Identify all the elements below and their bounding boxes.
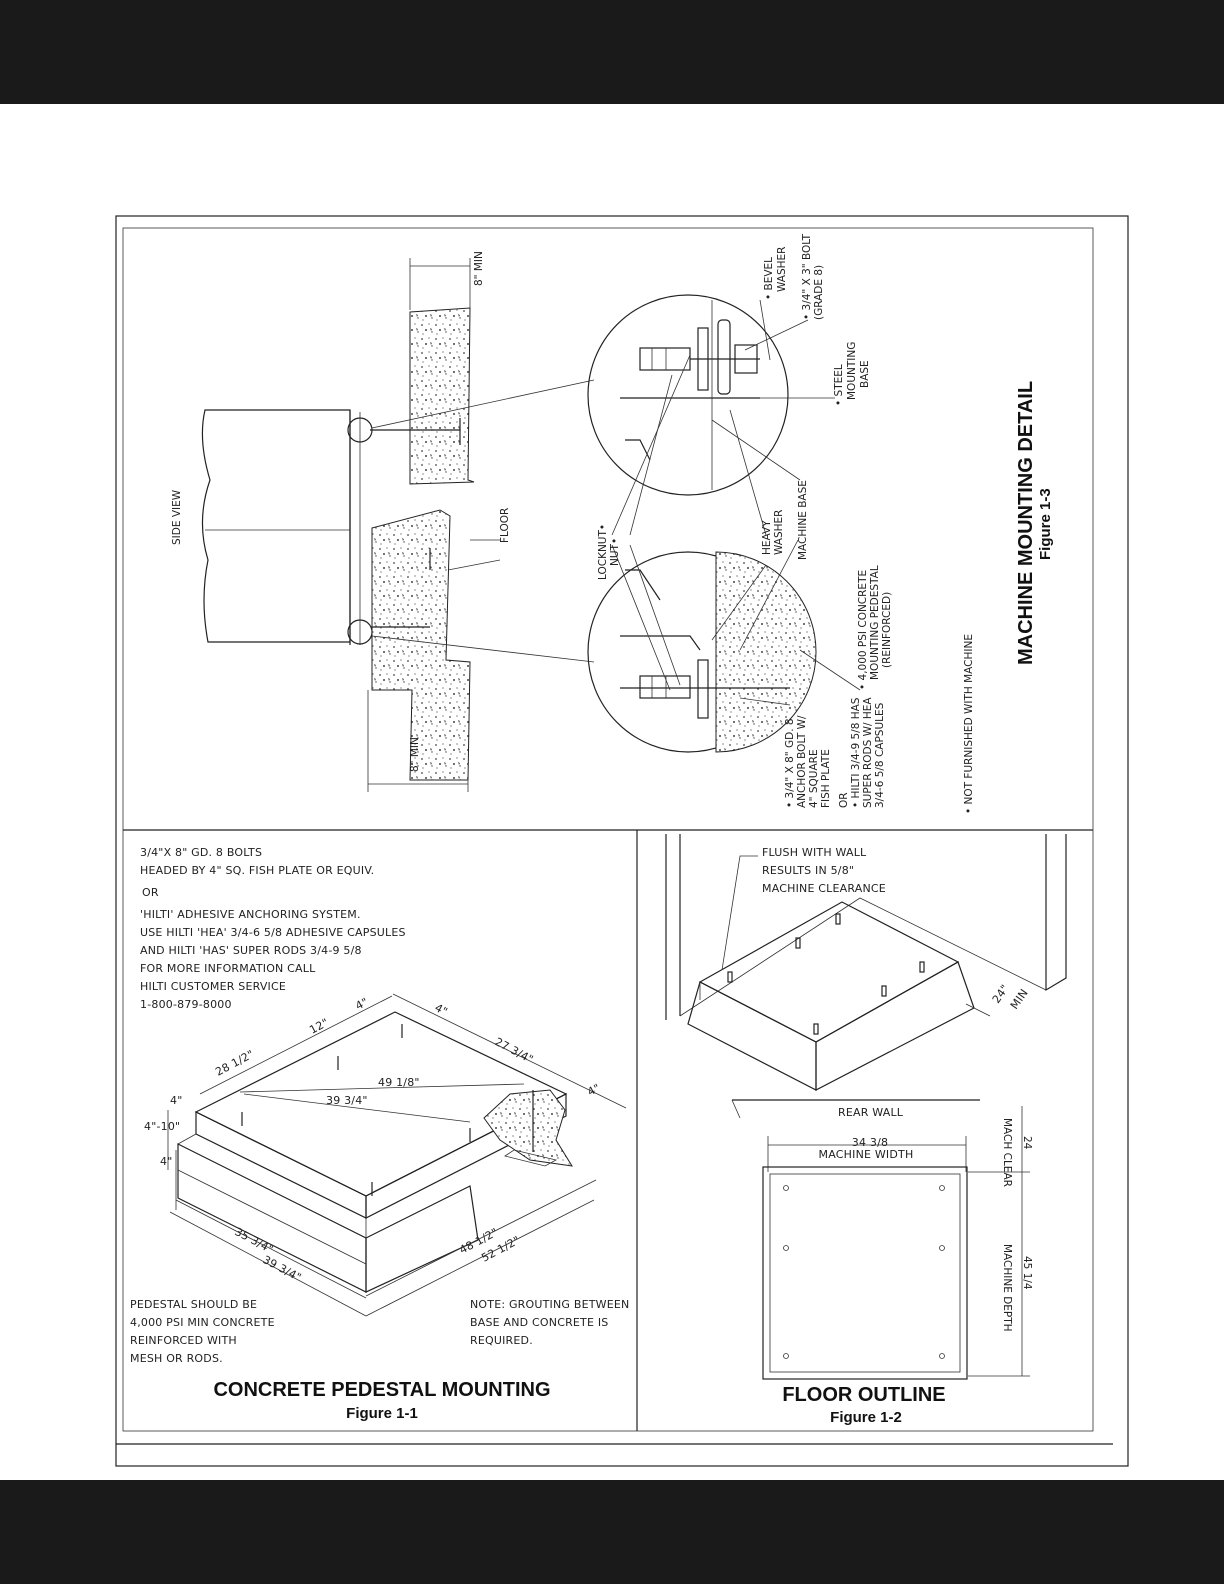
locknut-label: LOCKNUT• — [597, 524, 609, 580]
anchor-note-2: ANCHOR BOLT W/ — [796, 715, 808, 808]
side-view-label: SIDE VIEW — [171, 489, 183, 545]
dim-4d: 4" — [170, 1094, 182, 1107]
bevel-washer-label-2: WASHER — [776, 247, 788, 292]
anchor-note-8: 3/4-6 5/8 CAPSULES — [874, 702, 886, 808]
flush-note-1: FLUSH WITH WALL — [762, 846, 867, 859]
pedestal-note-line-2: 4,000 PSI MIN CONCRETE — [130, 1316, 275, 1329]
dim-39a: 39 3/4" — [326, 1094, 368, 1107]
anchor-note-4: FISH PLATE — [820, 749, 832, 808]
dim-top-label: 8" MIN — [473, 251, 485, 286]
cutaway-concrete — [483, 1089, 573, 1167]
depth-label: MACHINE DEPTH — [1001, 1244, 1013, 1332]
fig3-caption: Figure 1-3 — [1037, 488, 1054, 560]
nut-label: NUT• — [609, 538, 621, 566]
callout-circle-bottom — [347, 619, 373, 645]
depth-dim: 45 1/4 — [1021, 1256, 1033, 1290]
dim-12: 12" — [307, 1016, 330, 1037]
fig1-title: CONCRETE PEDESTAL MOUNTING — [213, 1379, 550, 1401]
outer-border — [115, 215, 1129, 1467]
fig1-note-5: USE HILTI 'HEA' 3/4-6 5/8 ADHESIVE CAPSU… — [140, 926, 406, 939]
upper-slab — [409, 307, 475, 485]
floor-label: FLOOR — [499, 508, 511, 543]
dim-4c: 4" — [585, 1081, 602, 1098]
pedestal-note-line-3: REINFORCED WITH — [130, 1334, 237, 1347]
anchor-note-3: 4" SQUARE — [808, 749, 820, 808]
heavy-washer-label-2: WASHER — [773, 510, 785, 555]
width-dim: 34 3/8 — [852, 1136, 888, 1149]
flush-note-2: RESULTS IN 5/8" — [762, 864, 854, 877]
anchor-note-1: • 3/4" X 8" GD. 8 — [784, 718, 796, 808]
steel-base-label-1: • STEEL — [833, 364, 845, 406]
steel-base-label-3: BASE — [859, 360, 871, 388]
clear-dim: 24 — [1021, 1136, 1033, 1150]
fig1-note-8: HILTI CUSTOMER SERVICE — [140, 980, 286, 993]
top-black-bar — [0, 0, 1224, 104]
fig1-note-7: FOR MORE INFORMATION CALL — [140, 962, 316, 975]
pedestal-note-1: • 4,000 PSI CONCRETE — [857, 570, 869, 690]
steel-base-label-2: MOUNTING — [846, 342, 858, 400]
pedestal-note-line-1: PEDESTAL SHOULD BE — [130, 1298, 257, 1311]
dim-bottom-label: 8" MIN — [409, 737, 421, 772]
heavy-washer-label-1: HEAVY — [761, 520, 773, 555]
fig1-note-4: 'HILTI' ADHESIVE ANCHORING SYSTEM. — [140, 908, 361, 921]
width-label: MACHINE WIDTH — [819, 1148, 914, 1161]
dim-4-10: 4"-10" — [144, 1120, 180, 1133]
bevel-washer-label-1: • BEVEL — [763, 257, 775, 300]
dim-4a: 4" — [353, 995, 370, 1012]
anchor-note-6: • HILTI 3/4-9 5/8 HAS — [850, 697, 862, 808]
dim-35: 35 3/4" — [233, 1225, 276, 1256]
bolt-label-2: (GRADE 8) — [813, 265, 825, 320]
bolt-label-1: • 3/4" X 3" BOLT — [801, 233, 813, 320]
fig1-note-3: OR — [142, 886, 159, 899]
pedestal-note-2: MOUNTING PEDESTAL — [869, 565, 881, 680]
grout-note-line-1: NOTE: GROUTING BETWEEN — [470, 1298, 629, 1311]
fig2-caption: Figure 1-2 — [830, 1409, 902, 1426]
fig3-title: MACHINE MOUNTING DETAIL — [1015, 381, 1037, 665]
machine-base-label: MACHINE BASE — [797, 480, 809, 560]
figure-1-2: FLUSH WITH WALL RESULTS IN 5/8" MACHINE … — [665, 834, 1067, 1426]
anchor-note-5: OR — [838, 792, 850, 808]
flush-note-3: MACHINE CLEARANCE — [762, 882, 886, 895]
min-label: MIN — [1008, 987, 1031, 1012]
machine-body — [201, 409, 351, 643]
pedestal-note-3: (REINFORCED) — [881, 592, 893, 668]
dim-28: 28 1/2" — [213, 1048, 256, 1079]
rear-wall-label: REAR WALL — [838, 1106, 904, 1119]
figure-1-1: 3/4"X 8" GD. 8 BOLTS HEADED BY 4" SQ. FI… — [130, 846, 629, 1422]
callout-circle-top — [347, 417, 373, 443]
fig1-note-9: 1-800-879-8000 — [140, 998, 232, 1011]
clear-label: MACH CLEAR — [1001, 1118, 1013, 1187]
bottom-black-bar — [0, 1480, 1224, 1584]
machine-outline — [762, 1166, 968, 1380]
grout-note-line-3: REQUIRED. — [470, 1334, 533, 1347]
figure-1-3: 8" MIN 8" MIN SIDE VIEW FLOOR • BEVEL WA… — [171, 233, 1054, 814]
anchor-note-7: SUPER RODS W/ HEA — [862, 697, 874, 808]
dim-4b: 4" — [433, 1001, 450, 1018]
pedestal-note-line-4: MESH OR RODS. — [130, 1352, 223, 1365]
detail-circle-top — [587, 294, 789, 496]
fig2-title: FLOOR OUTLINE — [782, 1384, 945, 1406]
grout-note-line-2: BASE AND CONCRETE IS — [470, 1316, 608, 1329]
dim-4e: 4" — [160, 1155, 172, 1168]
fig1-caption: Figure 1-1 — [346, 1405, 418, 1422]
dim-49: 49 1/8" — [378, 1076, 420, 1089]
fig1-note-6: AND HILTI 'HAS' SUPER RODS 3/4-9 5/8 — [140, 944, 362, 957]
lower-pedestal — [371, 509, 471, 781]
floor-pedestal-top — [698, 901, 960, 1043]
fig1-note-2: HEADED BY 4" SQ. FISH PLATE OR EQUIV. — [140, 864, 374, 877]
not-furnished-note: • NOT FURNISHED WITH MACHINE — [963, 634, 975, 814]
fig1-note-1: 3/4"X 8" GD. 8 BOLTS — [140, 846, 262, 859]
